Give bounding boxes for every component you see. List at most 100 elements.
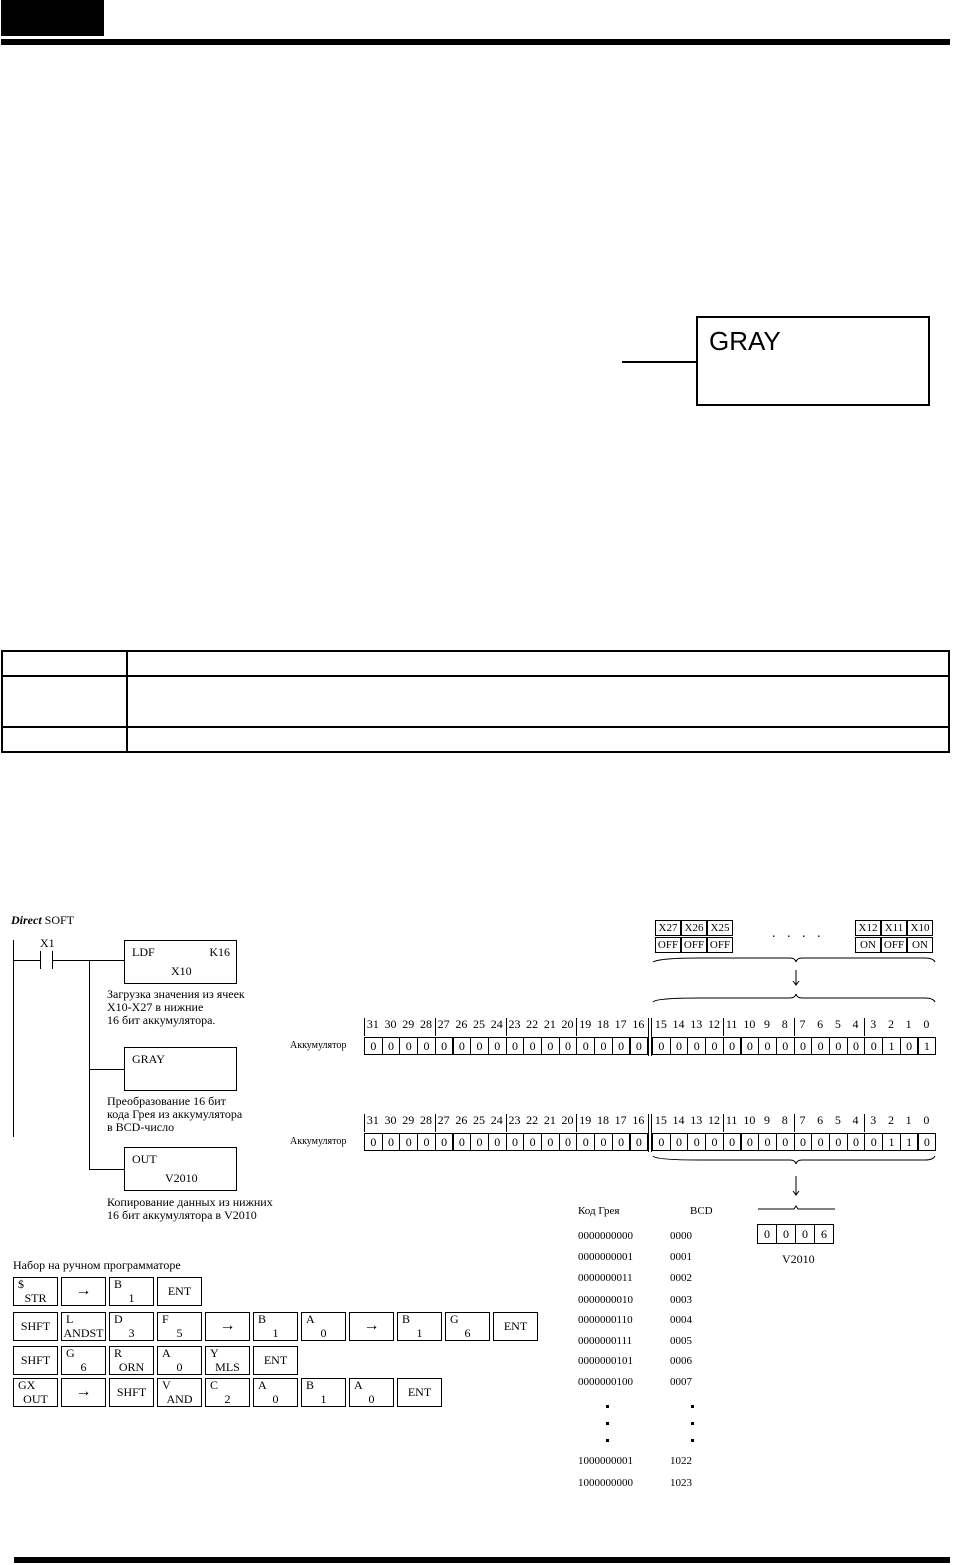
bit-value: 0 — [417, 1133, 436, 1151]
bit-value: 0 — [594, 1133, 613, 1151]
bit-number: 23 — [508, 1017, 521, 1031]
arrow-right-icon: → — [363, 1317, 380, 1334]
bit-number: 3 — [870, 1017, 877, 1031]
rung-line — [13, 960, 40, 961]
rung-line — [89, 1069, 124, 1070]
bit-number: 4 — [852, 1113, 859, 1127]
bit-number: 25 — [473, 1113, 486, 1127]
bit-value: 0 — [594, 1037, 613, 1055]
arrow-down-icon — [792, 970, 800, 986]
key-shift-label: A — [258, 1378, 267, 1392]
bit-value: 1 — [882, 1037, 901, 1055]
bcd-value: 0006 — [670, 1355, 692, 1367]
table-cell — [1, 650, 128, 677]
input-state: ON — [907, 937, 933, 953]
key-main-label: 5 — [176, 1326, 183, 1340]
bit-number: 6 — [817, 1017, 824, 1031]
key-shift-label: B — [402, 1312, 411, 1326]
ldf-box: LDF K16 X10 — [124, 940, 237, 984]
table-cell — [126, 675, 950, 728]
bit-value: 0 — [487, 1133, 507, 1151]
gray-box: GRAY — [124, 1047, 237, 1091]
bit-number: 30 — [384, 1113, 397, 1127]
input-name: X26 — [681, 920, 707, 936]
ellipsis-dot — [606, 1422, 609, 1425]
keypad-key: ENT — [253, 1346, 298, 1375]
bit-value: 0 — [917, 1133, 937, 1151]
input-name: X27 — [655, 920, 681, 936]
key-main-label: 3 — [128, 1326, 135, 1340]
bit-value: 1 — [917, 1037, 937, 1055]
key-shift-label: F — [162, 1312, 169, 1326]
arrow-right-icon: → — [75, 1282, 92, 1299]
note-line: Загрузка значения из ячеек — [107, 987, 245, 1001]
key-shift-label: $ — [18, 1277, 24, 1291]
bit-value: 0 — [652, 1037, 671, 1055]
note-line: кода Грея из аккумулятора — [107, 1107, 243, 1121]
bit-value: 0 — [829, 1133, 848, 1151]
bit-number: 16 — [632, 1113, 645, 1127]
bit-number: 2 — [887, 1113, 894, 1127]
bit-value: 1 — [882, 1133, 901, 1151]
rung-line — [89, 1169, 124, 1170]
key-label: SHFT — [20, 1353, 51, 1367]
key-shift-label: G — [66, 1346, 75, 1360]
bit-number: 9 — [764, 1017, 771, 1031]
bit-value: 0 — [381, 1037, 401, 1055]
gray-instruction-box: GRAY — [696, 316, 930, 406]
word-divider — [651, 1114, 652, 1152]
accumulator-label: Аккумулятор — [290, 1136, 347, 1147]
v2010-digit: 0 — [795, 1224, 815, 1244]
bit-value: 0 — [669, 1133, 689, 1151]
key-main-label: 1 — [272, 1326, 279, 1340]
bit-number: 9 — [764, 1113, 771, 1127]
gray-op: GRAY — [132, 1052, 165, 1066]
note-line: Преобразование 16 бит — [107, 1094, 226, 1108]
bit-number: 5 — [834, 1017, 841, 1031]
bit-number: 8 — [781, 1113, 788, 1127]
gray-code-value: 0000000011 — [578, 1272, 633, 1284]
key-shift-label: V — [162, 1378, 171, 1392]
operand-table — [1, 650, 950, 753]
bit-number: 15 — [654, 1017, 667, 1031]
bit-value: 0 — [611, 1133, 631, 1151]
gray-code-value: 0000000111 — [578, 1335, 633, 1347]
bit-number: 28 — [419, 1017, 432, 1031]
ellipsis-dot — [606, 1439, 609, 1442]
keypad-key: SHFT — [13, 1312, 58, 1341]
bit-number: 5 — [834, 1113, 841, 1127]
bit-value: 0 — [364, 1133, 383, 1151]
nibble-divider — [722, 1018, 724, 1036]
bit-value: 0 — [558, 1037, 578, 1055]
bit-number: 0 — [923, 1017, 930, 1031]
note-line: Копирование данных из нижних — [107, 1195, 273, 1209]
key-main-label: 1 — [416, 1326, 423, 1340]
bcd-value: 0000 — [670, 1230, 692, 1242]
bit-number: 20 — [561, 1113, 574, 1127]
table-cell — [1, 726, 128, 753]
key-main-label: ANDST — [63, 1326, 104, 1340]
input-name: X25 — [707, 920, 733, 936]
keypad-key: → — [61, 1277, 106, 1306]
bit-value: 0 — [705, 1037, 724, 1055]
bit-number: 11 — [725, 1113, 738, 1127]
bit-number: 26 — [455, 1017, 468, 1031]
bit-number: 7 — [799, 1017, 806, 1031]
note-line: X10-X27 в нижние — [107, 1000, 204, 1014]
gray-code-value: 0000000000 — [578, 1230, 633, 1242]
bit-number: 28 — [419, 1113, 432, 1127]
bit-value: 0 — [899, 1037, 919, 1055]
ldf-note: Загрузка значения из ячеек X10-X27 в ниж… — [107, 988, 245, 1027]
bit-value: 1 — [899, 1133, 919, 1151]
key-shift-label: GX — [18, 1378, 36, 1392]
bit-value: 0 — [470, 1037, 489, 1055]
bit-number: 27 — [437, 1017, 450, 1031]
nibble-divider — [576, 1114, 578, 1132]
bit-value: 0 — [829, 1037, 848, 1055]
input-state: ON — [855, 937, 881, 953]
bit-value: 0 — [669, 1037, 689, 1055]
